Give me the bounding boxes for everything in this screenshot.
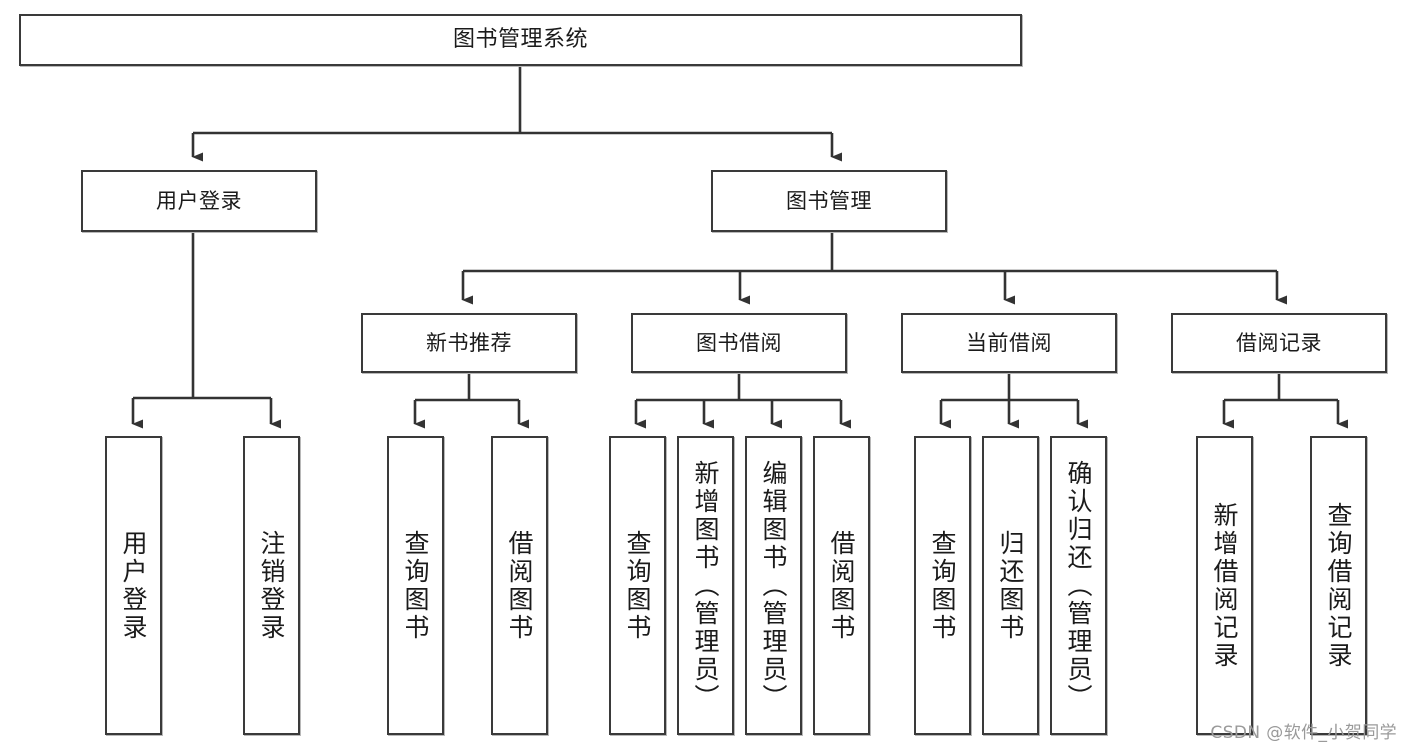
node-label: 查询图书 [928, 529, 957, 642]
leaf-borrow-book-recommend[interactable]: 借阅图书 [491, 436, 548, 735]
node-label: 新书推荐 [426, 330, 512, 355]
node-label: 编辑图书（管理员） [759, 459, 788, 712]
node-label: 查询借阅记录 [1324, 501, 1353, 670]
leaf-query-book-current[interactable]: 查询图书 [914, 436, 971, 735]
node-book-management[interactable]: 图书管理 [711, 170, 947, 232]
node-label: 图书管理 [786, 188, 872, 213]
leaf-confirm-return-admin[interactable]: 确认归还（管理员） [1050, 436, 1107, 735]
node-label: 用户登录 [156, 188, 242, 213]
node-label: 查询图书 [401, 529, 430, 642]
node-label: 新增图书（管理员） [691, 459, 720, 712]
node-label: 用户登录 [119, 529, 148, 642]
node-borrow-record[interactable]: 借阅记录 [1171, 313, 1387, 373]
watermark: CSDN @软件_小贺同学 [1210, 723, 1397, 743]
node-label: 新增借阅记录 [1210, 501, 1239, 670]
node-label: 当前借阅 [966, 330, 1052, 355]
node-label: 借阅图书 [505, 529, 534, 642]
leaf-add-book-admin[interactable]: 新增图书（管理员） [677, 436, 734, 735]
leaf-query-book-borrow[interactable]: 查询图书 [609, 436, 666, 735]
leaf-edit-book-admin[interactable]: 编辑图书（管理员） [745, 436, 802, 735]
leaf-add-borrow-record[interactable]: 新增借阅记录 [1196, 436, 1253, 735]
node-new-book-recommend[interactable]: 新书推荐 [361, 313, 577, 373]
node-current-borrow[interactable]: 当前借阅 [901, 313, 1117, 373]
node-book-borrow[interactable]: 图书借阅 [631, 313, 847, 373]
node-label: 归还图书 [996, 529, 1025, 642]
leaf-borrow-book[interactable]: 借阅图书 [813, 436, 870, 735]
node-label: 注销登录 [257, 529, 286, 642]
node-label: 图书借阅 [696, 330, 782, 355]
leaf-return-book[interactable]: 归还图书 [982, 436, 1039, 735]
leaf-query-book-recommend[interactable]: 查询图书 [387, 436, 444, 735]
leaf-user-login[interactable]: 用户登录 [105, 436, 162, 735]
node-user-login[interactable]: 用户登录 [81, 170, 317, 232]
node-label: 借阅记录 [1236, 330, 1322, 355]
node-label: 图书管理系统 [452, 27, 588, 53]
node-label: 确认归还（管理员） [1064, 459, 1093, 712]
node-label: 查询图书 [623, 529, 652, 642]
leaf-query-borrow-record[interactable]: 查询借阅记录 [1310, 436, 1367, 735]
leaf-logout[interactable]: 注销登录 [243, 436, 300, 735]
node-book-management-system[interactable]: 图书管理系统 [19, 14, 1022, 66]
node-label: 借阅图书 [827, 529, 856, 642]
